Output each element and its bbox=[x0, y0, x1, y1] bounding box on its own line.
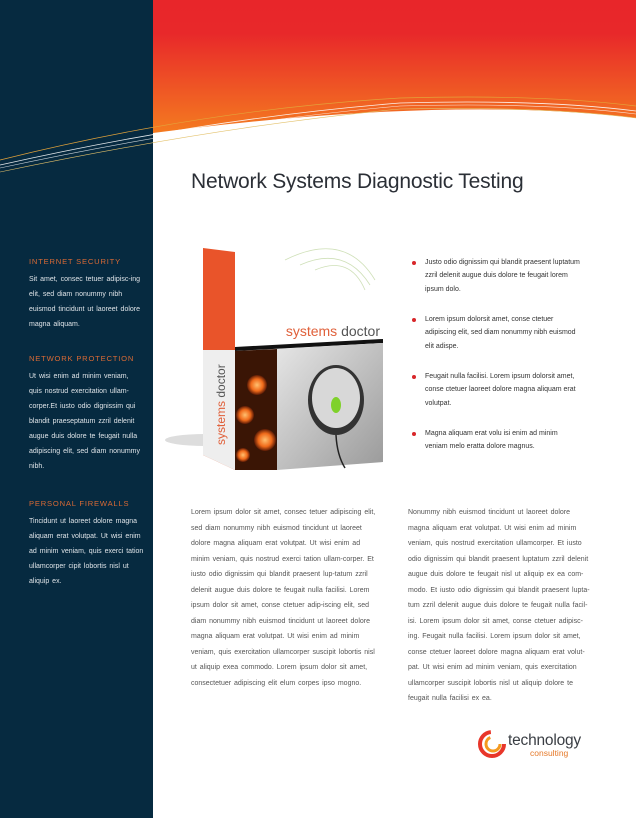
bullet-text: Justo odio dignissim qui blandit praesen… bbox=[425, 259, 580, 293]
sidebar-section-internet-security: INTERNET SECURITY Sit amet, consec tetue… bbox=[29, 257, 144, 332]
sidebar-panel bbox=[0, 0, 153, 818]
bullet-icon bbox=[412, 432, 416, 436]
section-heading: NETWORK PROTECTION bbox=[29, 354, 135, 363]
header-banner bbox=[0, 0, 636, 173]
feature-list: Justo odio dignissim qui blandit praesen… bbox=[412, 256, 582, 484]
logo-text: technology bbox=[508, 732, 581, 749]
logo-subtext: consulting bbox=[530, 748, 569, 758]
list-item: Lorem ipsum dolorsit amet, conse ctetuer… bbox=[412, 313, 582, 370]
sidebar-section-personal-firewalls: PERSONAL FIREWALLS Tincidunt ut laoreet … bbox=[29, 499, 144, 589]
bullet-text: Magna aliquam erat volu isi enim ad mini… bbox=[425, 430, 558, 451]
company-logo: technology consulting bbox=[478, 726, 593, 762]
list-item: Magna aliquam erat volu isi enim ad mini… bbox=[412, 427, 582, 484]
page-title: Network Systems Diagnostic Testing bbox=[191, 170, 524, 193]
body-paragraph: Nonummy nibh euismod tincidunt ut laoree… bbox=[408, 509, 590, 609]
body-column-1: Lorem ipsum dolor sit amet, consec tetue… bbox=[191, 509, 376, 687]
logo-swirl-icon bbox=[478, 730, 506, 758]
bullet-text: Lorem ipsum dolorsit amet, conse ctetuer… bbox=[425, 316, 576, 350]
bullet-text: Feugait nulla facilisi. Lorem ipsum dolo… bbox=[425, 373, 576, 407]
section-text: Tincidunt ut laoreet dolore magna aliqua… bbox=[29, 518, 144, 585]
body-column-2: Nonummy nibh euismod tincidunt ut laoree… bbox=[408, 505, 590, 707]
product-box-image: systems doctor systems doctor bbox=[165, 245, 383, 470]
product-name-spine: systems doctor bbox=[214, 364, 228, 445]
body-paragraph: isi. Lorem ipsum dolor sit amet, conse c… bbox=[408, 617, 585, 703]
bullet-icon bbox=[412, 261, 416, 265]
bullet-icon bbox=[412, 375, 416, 379]
section-text: Sit amet, consec tetuer adipisc-ing elit… bbox=[29, 276, 141, 328]
section-heading: PERSONAL FIREWALLS bbox=[29, 499, 130, 508]
bullet-icon bbox=[412, 318, 416, 322]
sidebar-section-network-protection: NETWORK PROTECTION Ut wisi enim ad minim… bbox=[29, 354, 144, 474]
section-text: Ut wisi enim ad minim veniam, quis nostr… bbox=[29, 373, 140, 470]
list-item: Feugait nulla facilisi. Lorem ipsum dolo… bbox=[412, 370, 582, 427]
product-name: systems doctor bbox=[286, 323, 380, 339]
list-item: Justo odio dignissim qui blandit praesen… bbox=[412, 256, 582, 313]
section-heading: INTERNET SECURITY bbox=[29, 257, 121, 266]
